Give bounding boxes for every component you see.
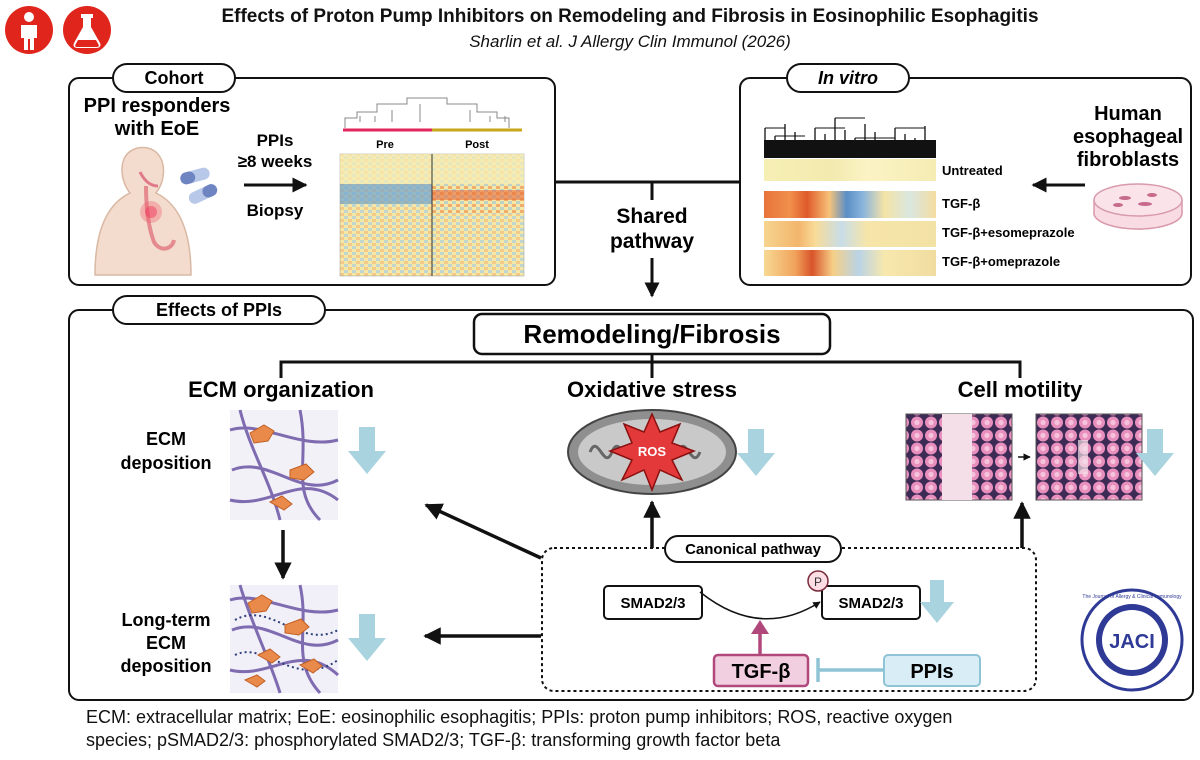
invitro-heatmap	[764, 159, 936, 276]
smad-left: SMAD2/3	[620, 595, 685, 612]
invitro-condition-tgf: TGF-β	[942, 196, 980, 211]
ecm-deposition-line2: deposition	[121, 453, 212, 473]
cohort-subject-line1: PPI responders	[84, 95, 231, 117]
invitro-cells-line3: fibroblasts	[1077, 149, 1179, 171]
tgf-beta-box: TGF-β	[732, 661, 791, 683]
shared-pathway-line1: Shared	[616, 205, 687, 228]
phosphorylation-arc	[699, 591, 821, 620]
ros-burst-icon: ROS	[607, 412, 697, 493]
patient-torso-illustration	[94, 146, 192, 276]
petri-dish-icon	[1093, 183, 1183, 230]
jaci-logo-ring-text: The Journal of Allergy & Clinical Immuno…	[1082, 594, 1182, 600]
pill-capsule-icon	[180, 167, 218, 204]
effects-tab-label: Effects of PPIs	[156, 300, 282, 320]
invitro-condition-untreated: Untreated	[942, 163, 1003, 178]
invitro-condition-omeprazole: TGF-β+omeprazole	[942, 254, 1060, 269]
cohort-treatment-line1: PPIs	[257, 131, 294, 150]
invitro-cells-line1: Human	[1094, 103, 1162, 125]
phospho-label: P	[814, 575, 822, 589]
shared-pathway-connector: Shared pathway	[555, 180, 740, 298]
long-term-line2: ECM	[146, 633, 186, 653]
smad-right: SMAD2/3	[838, 595, 903, 612]
footnote-line1: ECM: extracellular matrix; EoE: eosinoph…	[86, 707, 952, 727]
shared-pathway-line2: pathway	[610, 230, 694, 253]
column-ecm-organization: ECM organization	[188, 377, 374, 402]
jaci-logo: JACI The Journal of Allergy & Clinical I…	[1080, 588, 1184, 692]
long-term-ecm-illustration	[229, 584, 340, 695]
column-cell-motility: Cell motility	[958, 377, 1083, 402]
invitro-condition-esomeprazole: TGF-β+esomeprazole	[942, 225, 1075, 240]
ecm-deposition-line1: ECM	[146, 429, 186, 449]
jaci-logo-text: JACI	[1109, 631, 1155, 653]
cell-monolayer-before	[905, 413, 1013, 501]
citation: Sharlin et al. J Allergy Clin Immunol (2…	[469, 32, 791, 51]
cohort-tab-label: Cohort	[145, 68, 204, 88]
ros-label: ROS	[638, 444, 667, 459]
cohort-treatment-line2: ≥8 weeks	[238, 152, 313, 171]
invitro-cells-line2: esophageal	[1073, 126, 1183, 148]
header: Effects of Proton Pump Inhibitors on Rem…	[5, 6, 1039, 54]
ecm-fiber-illustration	[229, 409, 339, 522]
invitro-tab-label: In vitro	[818, 68, 878, 88]
invitro-panel: In vitro Untreated TGF-β TGF-β+esomepraz…	[739, 63, 1192, 286]
psmad-decrease-arrow	[920, 580, 954, 623]
person-icon	[5, 6, 53, 54]
canonical-to-ecm-arrow	[424, 503, 542, 560]
tgf-activation-arrow	[751, 620, 769, 655]
effects-panel: Effects of PPIs Remodeling/Fibrosis ECM …	[68, 295, 1194, 701]
cohort-subject-line2: with EoE	[114, 118, 199, 140]
cohort-heatmap-pre-label: Pre	[376, 139, 394, 151]
ppis-box: PPIs	[910, 661, 953, 683]
phospho-badge	[807, 570, 829, 592]
long-term-line3: deposition	[121, 656, 212, 676]
long-term-line1: Long-term	[122, 610, 211, 630]
ecm-deposition-decrease-arrow	[348, 427, 386, 474]
canonical-pathway-label: Canonical pathway	[685, 541, 822, 558]
cohort-procedure: Biopsy	[247, 201, 304, 220]
invitro-dendrogram	[764, 117, 936, 158]
ppi-inhibition-bar	[816, 658, 884, 682]
remodeling-fibrosis-box: Remodeling/Fibrosis	[523, 319, 780, 349]
flask-icon	[63, 6, 111, 54]
long-term-decrease-arrow	[348, 614, 386, 661]
cohort-heatmap: Pre Post	[339, 97, 525, 277]
cohort-panel: Cohort PPI responders with EoE PPIs ≥8 w…	[68, 63, 556, 286]
page-title: Effects of Proton Pump Inhibitors on Rem…	[221, 6, 1038, 27]
footnote-line2: species; pSMAD2/3: phosphorylated SMAD2/…	[86, 730, 781, 750]
cohort-heatmap-post-label: Post	[465, 139, 489, 151]
cell-motility-decrease-arrow	[1136, 429, 1174, 476]
column-oxidative-stress: Oxidative stress	[567, 377, 737, 402]
cell-monolayer-after	[1035, 413, 1143, 501]
oxidative-stress-decrease-arrow	[737, 429, 775, 476]
